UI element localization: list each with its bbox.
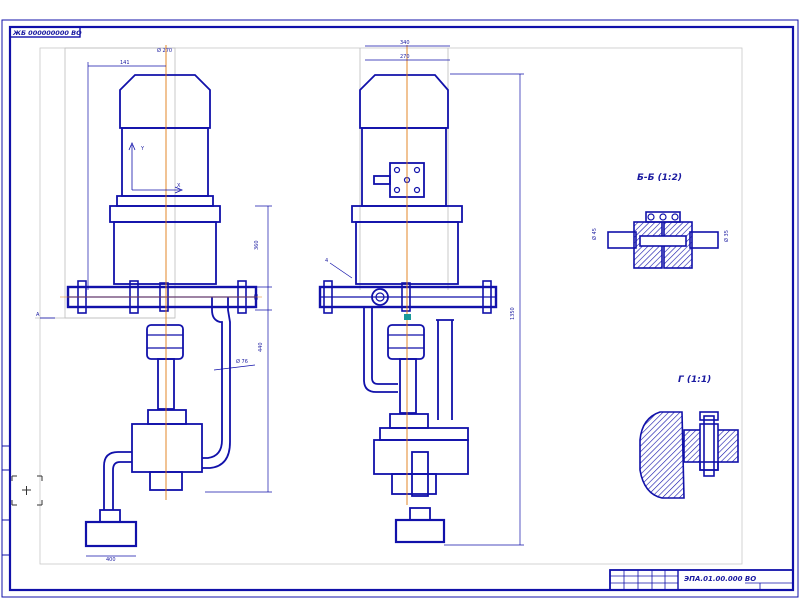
side-view — [318, 48, 498, 544]
side-cable-gland — [373, 175, 391, 185]
side-pump-collar — [379, 427, 469, 441]
bb-top-bolts — [645, 211, 681, 223]
side-construction-lines — [359, 48, 449, 290]
bb-bolt-heads — [647, 213, 679, 221]
front-inlet-pipe — [103, 451, 132, 510]
side-top-dim: 340 — [400, 40, 410, 46]
side-plate-port — [371, 288, 389, 306]
front-side-mark: A — [36, 312, 40, 318]
side-motor-body — [361, 127, 447, 207]
front-bottom-dim: 400 — [106, 557, 116, 563]
front-motor-dome — [119, 74, 211, 129]
side-coupling — [387, 324, 425, 360]
front-discharge-pipe — [202, 297, 231, 469]
view-g: Г (1:1) — [639, 375, 739, 499]
front-right-dim-2: 35 — [254, 294, 260, 300]
front-motor-base — [116, 195, 214, 207]
bb-dim-right: Ø 35 — [723, 230, 730, 242]
front-gear-flange — [109, 205, 221, 223]
front-strainer-neck — [99, 509, 121, 523]
side-pump-base — [391, 473, 437, 495]
g-flange-profile — [639, 411, 685, 499]
side-bolts — [323, 280, 492, 314]
front-pipe-dim: Ø 76 — [236, 358, 248, 365]
front-top-offset-dim: 141 — [120, 60, 130, 66]
g-bolt-head — [699, 411, 719, 421]
title-block: ЭПА.01.00.000 ВО — [609, 569, 794, 591]
front-motor-body — [121, 127, 209, 197]
front-axis-x-label: X — [177, 183, 181, 189]
side-pump-body — [373, 439, 469, 475]
view-g-label: Г (1:1) — [678, 375, 711, 385]
side-strainer — [394, 518, 446, 544]
front-construction-lines — [35, 47, 176, 319]
bb-dim-left: Ø 45 — [591, 228, 598, 240]
section-bb-label: Б-Б (1:2) — [637, 173, 682, 183]
side-strainer-neck — [409, 507, 431, 521]
bb-left-shaft — [607, 231, 637, 249]
front-right-dim-1: 360 — [254, 240, 260, 250]
side-pump-top — [389, 413, 429, 429]
front-right-dim-3: 440 — [258, 342, 264, 352]
front-axis-y-label: Y — [140, 146, 145, 152]
top-left-stamp: ЖБ 000000000 ВО — [9, 26, 82, 38]
front-pump-top — [147, 409, 187, 425]
front-dimension-lines — [86, 62, 272, 557]
g-bolt — [703, 415, 715, 477]
side-center-marker — [404, 314, 411, 320]
side-top-sub-dim: 270 — [400, 54, 410, 60]
side-motor-dome — [359, 74, 449, 129]
stamp-code-text: ЖБ 000000000 ВО — [12, 29, 82, 37]
front-coupling — [146, 324, 184, 360]
front-strainer — [84, 520, 138, 548]
g-nut — [699, 461, 719, 471]
sheet-frame — [1, 19, 799, 598]
side-return-pipe — [363, 307, 398, 393]
side-shaft — [399, 358, 417, 414]
side-callout-number: 4 — [325, 258, 328, 264]
front-pump-body — [131, 423, 203, 473]
side-overall-height-dim: 1350 — [510, 307, 516, 320]
cursor-crosshair — [11, 475, 43, 506]
side-discharge-nozzle — [411, 451, 429, 497]
front-top-width-dim: Ø 270 — [157, 47, 172, 54]
front-ucs-icon: Y X — [128, 141, 184, 194]
side-dimension-lines — [329, 45, 524, 546]
titleblock-code-text: ЭПА.01.00.000 ВО — [684, 575, 756, 583]
bb-right-shaft — [689, 231, 719, 249]
side-vertical-pipe — [436, 319, 454, 420]
section-bb: Б-Б (1:2) — [607, 173, 719, 269]
front-gear-housing — [113, 221, 217, 285]
